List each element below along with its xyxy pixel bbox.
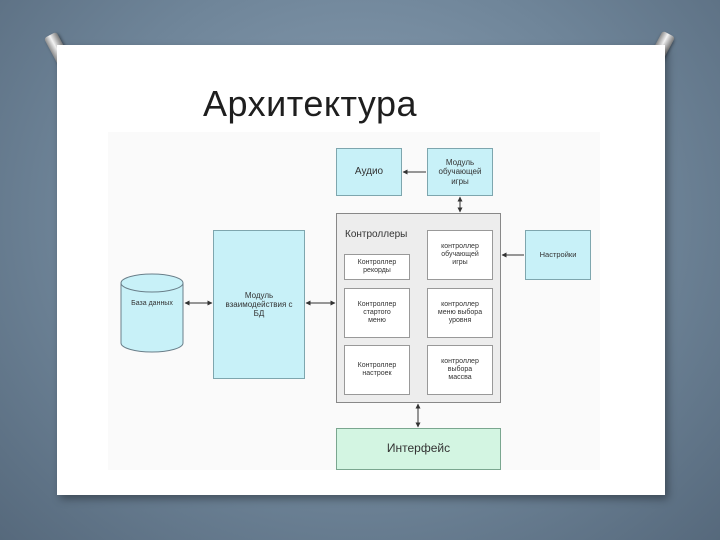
- controllers-title: Контроллеры: [345, 229, 408, 240]
- mass-select-controller-label: контроллер выбора массва: [441, 357, 479, 382]
- records-controller-label: Контроллер рекорды: [357, 258, 397, 274]
- level-select-controller-box: контроллер меню выбора уровня: [427, 288, 493, 338]
- interface-label: Интерфейс: [386, 441, 451, 456]
- database-cylinder-icon: [120, 273, 184, 353]
- mass-select-controller-box: контроллер выбора массва: [427, 345, 493, 395]
- level-select-controller-label: контроллер меню выбора уровня: [437, 300, 483, 325]
- start-menu-controller-label: Контроллер стартого меню: [357, 300, 397, 325]
- learning-game-controller-label: контроллер обучающей игры: [441, 242, 479, 267]
- start-menu-controller-box: Контроллер стартого меню: [344, 288, 410, 338]
- learning-game-module-label: Модуль обучающей игры: [438, 158, 482, 186]
- slide-title: Архитектура: [203, 83, 418, 124]
- audio-box: Аудио: [336, 148, 402, 196]
- records-controller-box: Контроллер рекорды: [344, 254, 410, 280]
- settings-label: Настройки: [539, 249, 577, 259]
- settings-controller-box: Контроллер настроек: [344, 345, 410, 395]
- learning-game-module-box: Модуль обучающей игры: [427, 148, 493, 196]
- database-label: База данных: [131, 300, 173, 307]
- settings-box: Настройки: [525, 230, 591, 280]
- interface-box: Интерфейс: [336, 428, 501, 470]
- audio-label: Аудио: [354, 166, 384, 178]
- db-module-box: Модуль взаимодействия с БД: [213, 230, 305, 379]
- learning-game-controller-box: контроллер обучающей игры: [427, 230, 493, 280]
- settings-controller-label: Контроллер настроек: [357, 361, 397, 377]
- db-module-label: Модуль взаимодействия с БД: [225, 290, 293, 319]
